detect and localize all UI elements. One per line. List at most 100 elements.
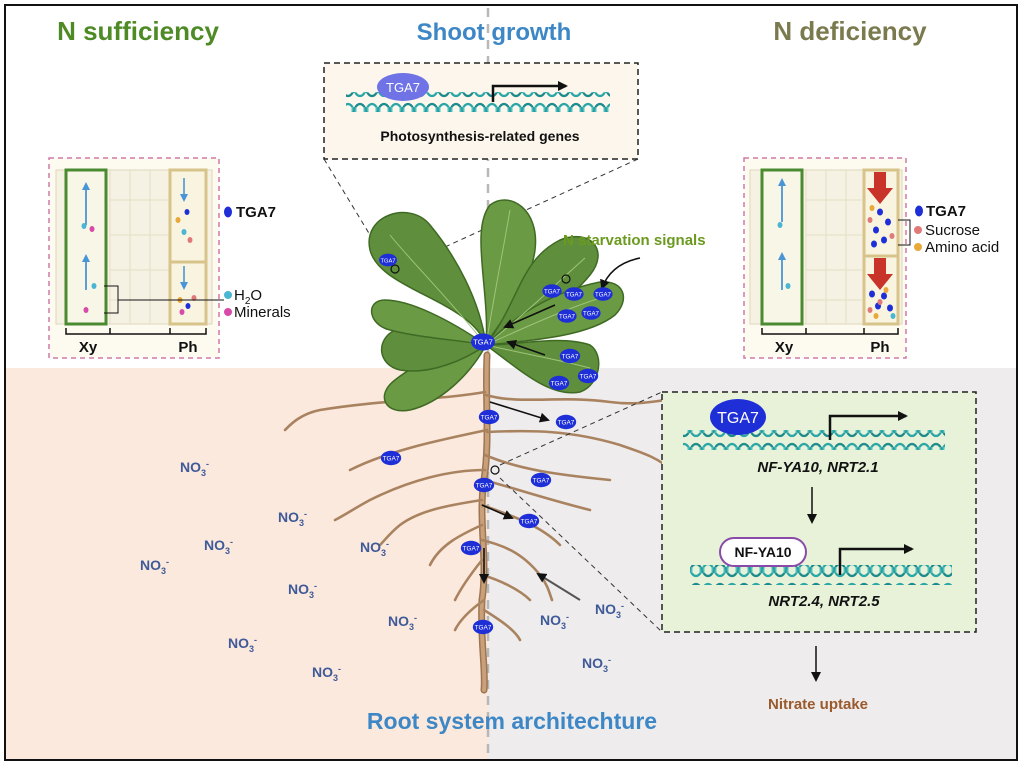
tga7-marker: TGA7 <box>593 287 613 301</box>
tga7-protein-shoot-label: TGA7 <box>386 80 420 95</box>
title-shoot-growth: Shoot growth <box>417 19 572 46</box>
nitrate-label: NO3- <box>312 664 341 683</box>
root-arrow-2 <box>481 504 514 520</box>
nitrate-label: NO3- <box>288 581 317 600</box>
tga7-marker-label: TGA7 <box>551 381 568 388</box>
tga7-marker-label: TGA7 <box>521 519 538 526</box>
root-zoom-marker <box>490 465 500 475</box>
nfya10-protein <box>719 537 807 567</box>
transcription-arrow-tga7 <box>828 411 908 440</box>
nitrate-label-group: NO3- NO3- NO3- NO3- NO3- NO3- NO3- NO3- NO3- NO3-… <box>140 459 624 683</box>
tga7-marker: TGA7 <box>557 309 577 323</box>
nitrate-label: NO3- <box>360 539 389 558</box>
tga7-marker: TGA7 <box>380 450 402 466</box>
right-legend-amino-dot <box>914 243 922 251</box>
tga7-marker-label: TGA7 <box>562 354 579 361</box>
left-xylem-label: Xy <box>79 339 98 356</box>
dna-helix-nrt24-nrt25 <box>690 565 952 585</box>
n-starvation-signals-label: N starvation signals <box>563 232 706 249</box>
nitrate-label: NO3- <box>278 509 307 528</box>
tga7-marker-label: TGA7 <box>481 415 498 422</box>
tga7-marker: TGA7 <box>478 409 500 425</box>
title-n-sufficiency: N sufficiency <box>57 16 219 46</box>
tga7-protein-shoot <box>377 73 429 101</box>
nitrate-label: NO3- <box>204 537 233 556</box>
tga7-marker: TGA7 <box>564 287 584 301</box>
starvation-zoom-marker <box>561 274 571 284</box>
nitrate-label: NO3- <box>388 613 417 632</box>
zoom-line-left <box>323 158 391 269</box>
tga7-marker: TGA7 <box>530 472 552 488</box>
nitrate-label: NO3- <box>540 612 569 631</box>
nitrate-label: NO3- <box>228 635 257 654</box>
nitrate-label: NO3- <box>140 557 169 576</box>
zoom-line-root-top <box>499 391 663 466</box>
zoom-line-root-bottom <box>499 477 663 633</box>
transcription-arrow-shoot <box>491 81 568 102</box>
right-legend-tga7-dot <box>915 205 923 217</box>
right-legend-sucrose-dot <box>914 226 922 234</box>
left-legend-h2o-dot <box>224 291 232 299</box>
rosette-leaves <box>368 199 625 412</box>
root-arrow-1 <box>489 401 550 423</box>
left-legend-tga7-dot <box>224 206 232 218</box>
tga7-marker-label: TGA7 <box>595 292 612 299</box>
nfya10-nrt21-genes-label: NF-YA10, NRT2.1 <box>757 459 878 476</box>
right-xylem-label: Xy <box>775 339 794 356</box>
nitrate-label: NO3- <box>582 655 611 674</box>
tga7-marker-label: TGA7 <box>475 625 492 632</box>
tga7-marker: TGA7 <box>542 284 562 298</box>
tga7-marker: TGA7 <box>379 253 397 267</box>
signal-arrow-lower-leaf <box>506 339 546 356</box>
left-legend-minerals: Minerals <box>234 304 291 321</box>
tga7-marker-label: TGA7 <box>559 314 576 321</box>
tga7-marker: TGA7 <box>548 375 570 391</box>
nitrate-label: NO3- <box>180 459 209 478</box>
tga7-marker-label: TGA7 <box>380 259 395 265</box>
tga7-marker-label: TGA7 <box>383 456 400 463</box>
tga7-marker-label: TGA7 <box>473 338 493 347</box>
title-root-architecture: Root system architechture <box>367 708 657 734</box>
tga7-marker: TGA7 <box>518 513 540 529</box>
nrt24-nrt25-genes-label: NRT2.4, NRT2.5 <box>768 593 880 610</box>
tga7-marker-label: TGA7 <box>463 546 480 553</box>
transcription-arrow-nfya10 <box>838 544 914 575</box>
tga7-protein-root <box>710 399 766 435</box>
tga7-marker: TGA7 <box>473 477 495 493</box>
title-n-deficiency: N deficiency <box>773 16 927 46</box>
nitrate-label: NO3- <box>595 601 624 620</box>
tga7-marker: TGA7 <box>471 333 495 351</box>
nfya10-protein-label: NF-YA10 <box>734 544 791 560</box>
right-legend-tga7: TGA7 <box>926 203 966 220</box>
starvation-pointer-arrow <box>600 257 641 290</box>
left-phloem-label: Ph <box>178 339 197 356</box>
soil-left-region <box>6 368 488 759</box>
tga7-marker: TGA7 <box>577 368 599 384</box>
tga7-marker: TGA7 <box>581 306 601 320</box>
tga7-marker: TGA7 <box>555 414 577 430</box>
tga7-marker-label: TGA7 <box>583 311 600 318</box>
tga7-marker-label: TGA7 <box>476 483 493 490</box>
nitrate-arrow-soil <box>536 572 581 601</box>
tga7-marker: TGA7 <box>472 619 494 635</box>
right-phloem-label: Ph <box>870 339 889 356</box>
left-vascular-inset <box>48 157 224 359</box>
left-legend-tga7: TGA7 <box>236 204 276 221</box>
tga7-marker: TGA7 <box>559 348 581 364</box>
right-vascular-inset <box>743 157 911 359</box>
tga7-marker: TGA7 <box>460 540 482 556</box>
signal-arrow-leaf-to-center <box>503 304 556 329</box>
tga7-marker-label: TGA7 <box>544 289 561 296</box>
tga7-marker-label: TGA7 <box>558 420 575 427</box>
tga7-marker-label: TGA7 <box>566 292 583 299</box>
dna-helix-nfya10-nrt21 <box>683 430 945 450</box>
left-legend-minerals-dot <box>224 308 232 316</box>
leaf-zoom-marker <box>390 264 400 274</box>
nitrate-uptake-label: Nitrate uptake <box>768 696 868 713</box>
right-legend-sucrose: Sucrose <box>925 222 980 239</box>
tga7-marker-label: TGA7 <box>533 478 550 485</box>
photosynthesis-genes-label: Photosynthesis-related genes <box>380 128 579 144</box>
right-legend-amino-acid: Amino acid <box>925 239 999 256</box>
tga7-protein-root-label: TGA7 <box>717 410 759 427</box>
